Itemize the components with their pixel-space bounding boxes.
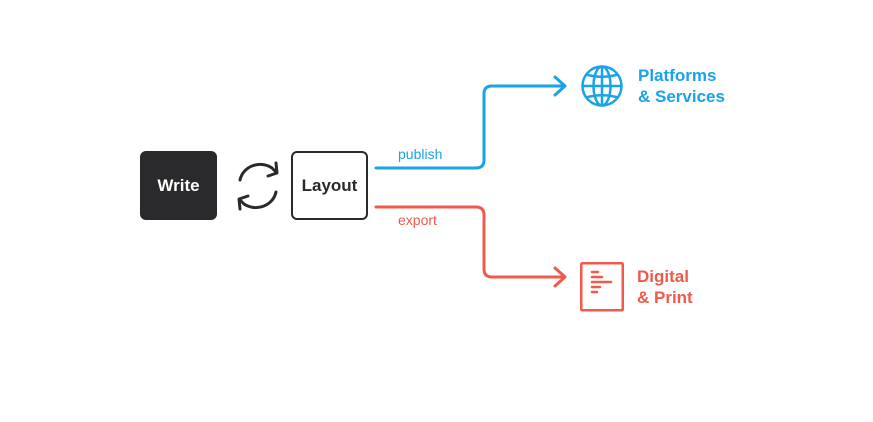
layout-label: Layout <box>301 175 358 195</box>
sync-icon <box>237 161 279 211</box>
digital-print-label: Digital & Print <box>637 266 693 308</box>
write-node: Write <box>140 151 217 220</box>
globe-icon <box>581 65 623 107</box>
digital-label-line2: & Print <box>637 288 693 307</box>
platforms-label-line2: & Services <box>638 87 725 106</box>
document-icon <box>580 262 624 312</box>
export-arrowhead <box>553 266 567 288</box>
layout-node: Layout <box>291 151 368 220</box>
publish-label: publish <box>398 146 443 162</box>
export-label: export <box>398 212 437 228</box>
platforms-label-line1: Platforms <box>638 66 717 85</box>
publish-arrowhead <box>553 75 567 97</box>
digital-label-line1: Digital <box>637 267 689 286</box>
publish-connector <box>374 84 566 170</box>
platforms-services-label: Platforms & Services <box>638 65 725 107</box>
export-connector <box>374 205 566 279</box>
write-label: Write <box>157 175 200 195</box>
